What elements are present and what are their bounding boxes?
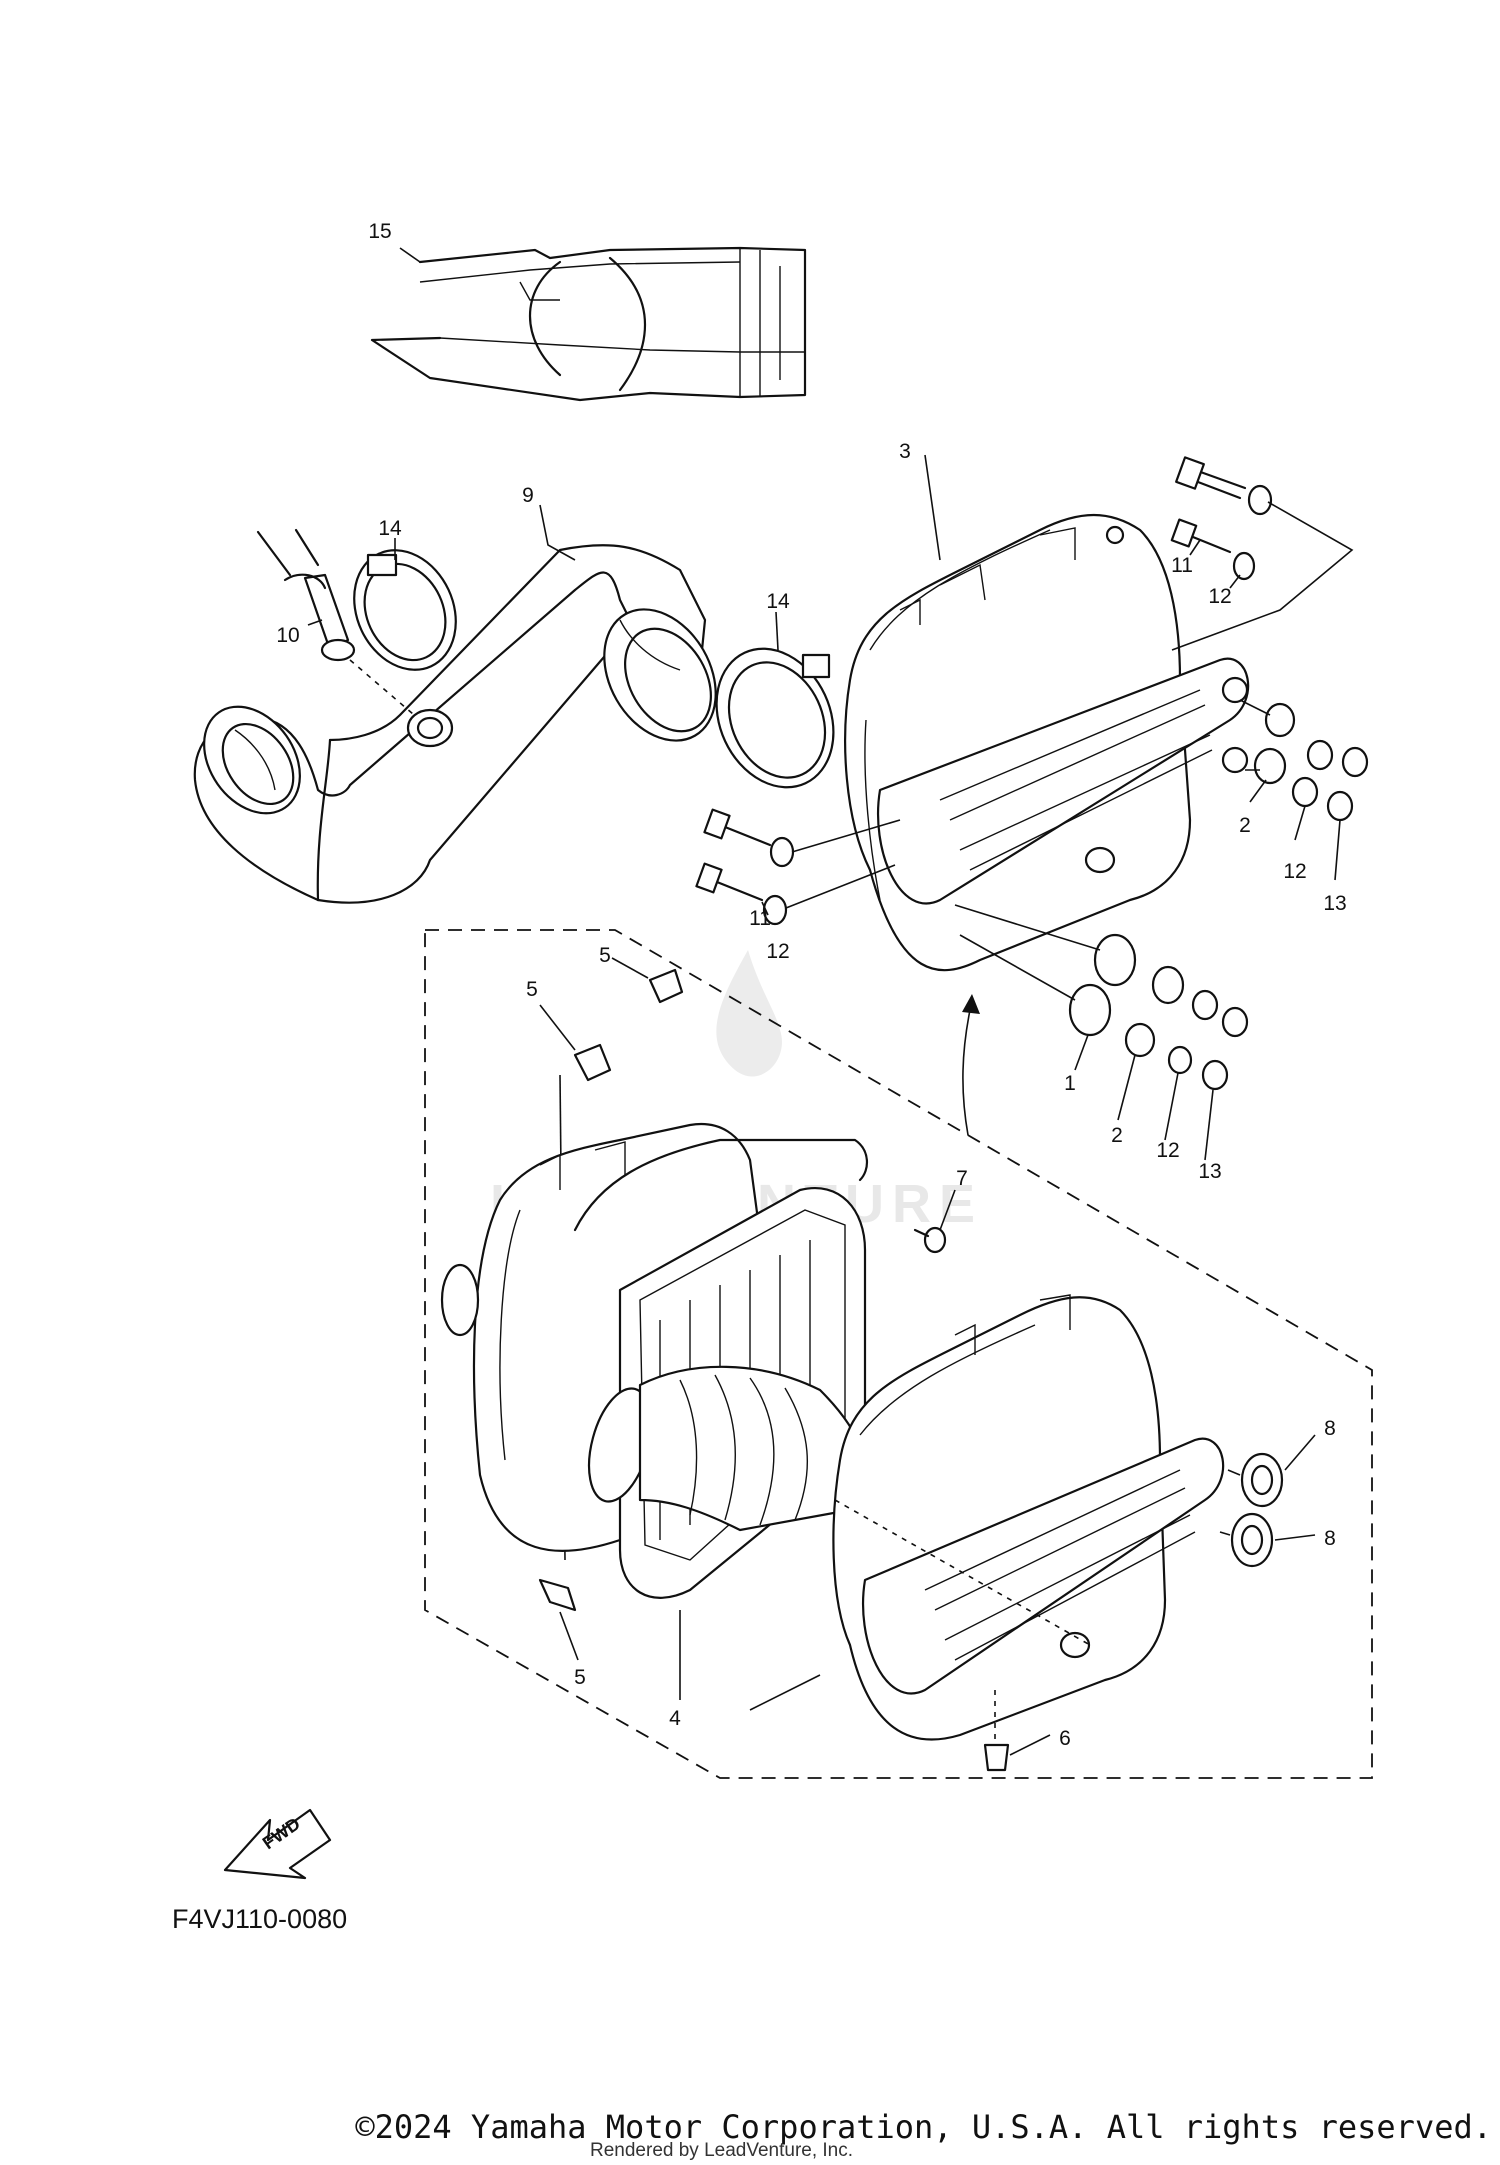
part-14-hose-clamp-right[interactable] — [695, 630, 856, 807]
callout-9: 9 — [522, 484, 534, 507]
leader-lines — [307, 247, 1341, 1756]
callout-12-left: 12 — [766, 940, 789, 963]
part-15-duct-cover[interactable] — [370, 246, 807, 402]
assembly-boundary — [424, 929, 1373, 1779]
callout-1: 1 — [1064, 1072, 1076, 1095]
part-4-air-filter-element[interactable] — [573, 1138, 868, 1711]
callout-7: 7 — [956, 1167, 968, 1190]
part-14-hose-clamp-left[interactable] — [335, 534, 474, 687]
assembly-arrow — [962, 994, 980, 1136]
rendered-by-credit: Rendered by LeadVenture, Inc. — [590, 2140, 854, 2161]
callout-14-left: 14 — [378, 517, 402, 540]
callout-8-bottom: 8 — [1324, 1527, 1336, 1550]
callout-4: 4 — [669, 1707, 681, 1730]
part-6-drain[interactable] — [983, 1690, 1010, 1772]
part-7-screw[interactable] — [913, 1226, 947, 1254]
reference-code: F4VJ110-0080 — [172, 1904, 347, 1934]
part-10-hose-fitting[interactable] — [256, 528, 421, 721]
callout-3: 3 — [899, 440, 911, 463]
callout-8-top: 8 — [1324, 1417, 1336, 1440]
callout-13-bottom: 13 — [1198, 1160, 1221, 1183]
callout-2-bottom: 2 — [1111, 1124, 1123, 1147]
callout-13-top: 13 — [1323, 892, 1346, 915]
callouts: 15 9 3 14 14 10 11 12 2 12 13 11 12 1 2 … — [276, 220, 1346, 1750]
callout-12-mid: 12 — [1283, 860, 1306, 883]
callout-11-left: 11 — [749, 907, 771, 930]
callout-6: 6 — [1059, 1727, 1071, 1750]
callout-12-bottom: 12 — [1156, 1139, 1179, 1162]
callout-5-left: 5 — [526, 978, 538, 1001]
copyright-notice: ©2024 Yamaha Motor Corporation, U.S.A. A… — [355, 2108, 1492, 2146]
callout-14-right: 14 — [766, 590, 790, 613]
hardware-bolts[interactable] — [695, 456, 1369, 1091]
grommet[interactable] — [406, 708, 454, 748]
callout-5-top: 5 — [599, 944, 611, 967]
fwd-arrow: FWD — [223, 1808, 332, 1880]
callout-5-bottom: 5 — [574, 1666, 586, 1689]
callout-11-top: 11 — [1171, 554, 1193, 577]
callout-2-top: 2 — [1239, 814, 1251, 837]
part-8-grommets[interactable] — [1219, 1452, 1284, 1568]
part-9-intake-hose[interactable] — [184, 544, 738, 904]
part-3-air-cleaner-case[interactable] — [844, 514, 1250, 972]
case-front-cover[interactable] — [832, 1294, 1225, 1741]
callout-15: 15 — [368, 220, 391, 243]
callout-10: 10 — [276, 624, 299, 647]
callout-12-top: 12 — [1208, 585, 1231, 608]
